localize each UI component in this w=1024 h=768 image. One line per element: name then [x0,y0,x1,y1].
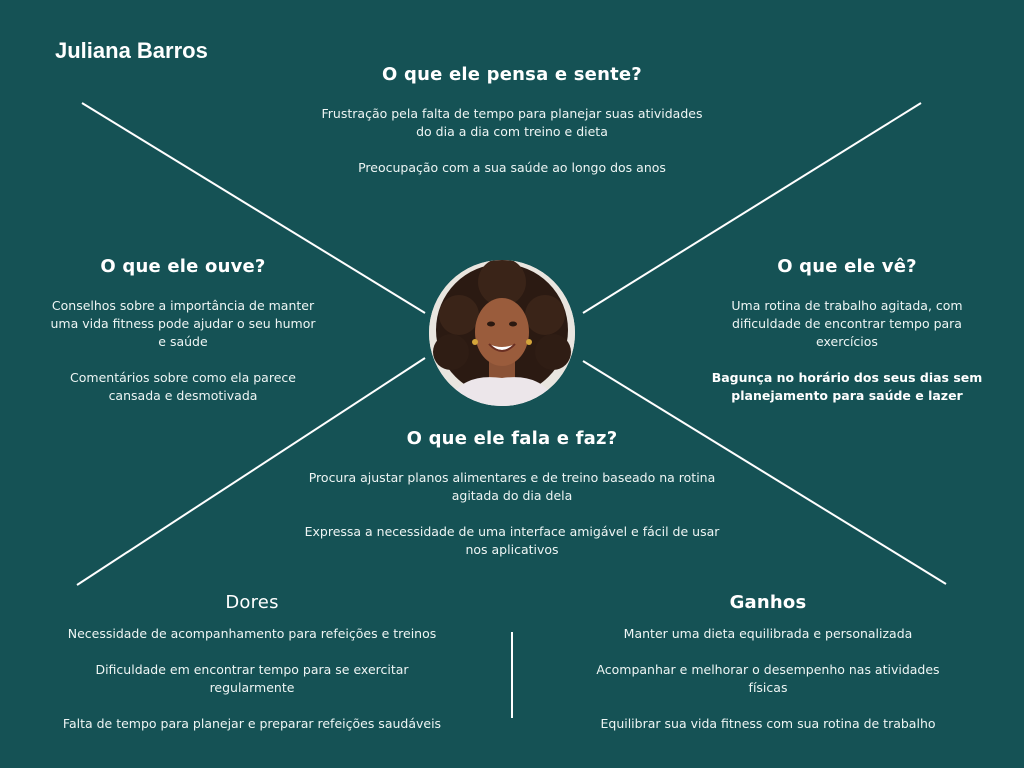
section-text: Falta de tempo para planejar e preparar … [62,716,442,731]
section-title: O que ele ouve? [100,256,266,277]
section-text: Equilibrar sua vida fitness com sua roti… [600,716,936,731]
person-photo-icon [429,260,575,406]
section-gains: Ganhos Manter uma dieta equilibrada e pe… [592,592,944,751]
section-text: Preocupação com a sua saúde ao longo dos… [358,160,666,175]
section-text: Bagunça no horário dos seus dias sem pla… [711,370,983,403]
section-title: O que ele vê? [777,256,917,277]
section-says-does: O que ele fala e faz? Procura ajustar pl… [302,428,722,577]
section-thinks-feels: O que ele pensa e sente? Frustração pela… [312,64,712,195]
section-text: Acompanhar e melhorar o desempenho nas a… [596,662,940,695]
line-top-right [582,102,922,314]
section-text: Frustração pela falta de tempo para plan… [321,106,703,139]
line-bottom-left [76,357,426,586]
persona-name: Juliana Barros [55,38,208,63]
section-title: O que ele pensa e sente? [382,64,642,85]
section-text: Comentários sobre como ela parece cansad… [70,370,296,403]
section-pains: Dores Necessidade de acompanhamento para… [60,592,444,751]
section-text: Expressa a necessidade de uma interface … [304,524,720,557]
line-top-left [81,102,426,314]
section-text: Necessidade de acompanhamento para refei… [67,626,437,641]
section-title: O que ele fala e faz? [406,428,618,449]
section-text: Dificuldade em encontrar tempo para se e… [95,662,409,695]
section-title: Ganhos [729,592,807,613]
avatar [429,260,575,406]
section-title: Dores [225,592,279,613]
section-text: Procura ajustar planos alimentares e de … [308,470,716,503]
section-text: Uma rotina de trabalho agitada, com difi… [731,298,963,349]
section-text: Conselhos sobre a importância de manter … [50,298,316,349]
line-bottom-right [582,360,947,585]
section-hears: O que ele ouve? Conselhos sobre a import… [50,256,316,423]
section-text: Manter uma dieta equilibrada e personali… [623,626,913,641]
section-sees: O que ele vê? Uma rotina de trabalho agi… [700,256,994,423]
